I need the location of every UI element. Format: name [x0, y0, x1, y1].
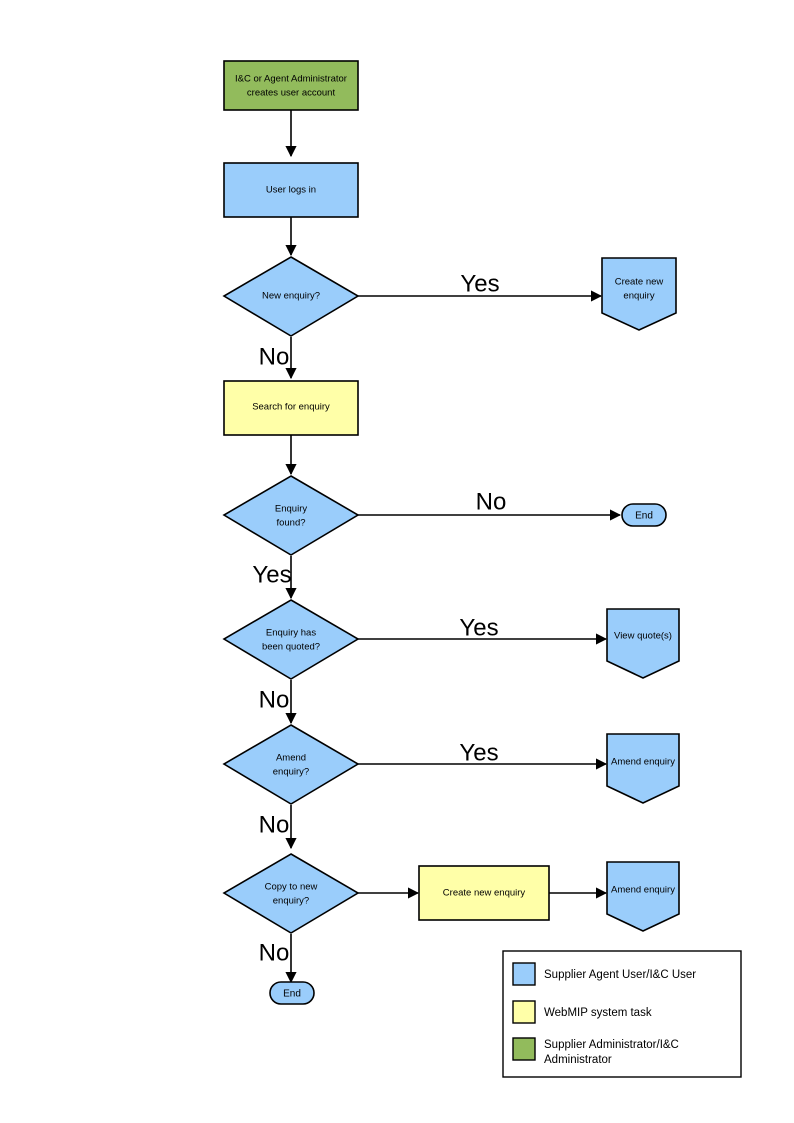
node-label-line1: End [283, 989, 301, 1000]
node-amend-enquiry-action[interactable]: Amend enquiry [606, 733, 680, 804]
node-label-line1: I&C or Agent Administrator [235, 74, 347, 85]
node-shape-diamond [222, 475, 360, 556]
node-label-line1: Enquiry has [266, 628, 316, 639]
edge-label-found-no: No [476, 488, 507, 515]
node-label-line1: View quote(s) [614, 631, 672, 642]
node-create-new-enquiry-manual[interactable]: Create new enquiry [601, 257, 677, 331]
legend-label-system: WebMIP system task [544, 1007, 652, 1019]
edge-label-quoted-no: No [259, 686, 290, 713]
legend-swatch-user [512, 962, 536, 986]
node-shape-terminator [269, 981, 315, 1005]
node-search-for-enquiry[interactable]: Search for enquiry [223, 380, 359, 436]
node-label-line2: enquiry [623, 291, 654, 302]
node-decision-enquiry-found[interactable]: Enquiry found? [222, 475, 360, 556]
edges-layer [285, 110, 622, 984]
node-shape-pentagon [606, 608, 680, 679]
node-shape-pentagon [606, 733, 680, 804]
edge-label-amend-no: No [259, 811, 290, 838]
node-label-line2: enquiry? [273, 767, 309, 778]
node-label-line1: Create new [615, 277, 664, 288]
legend-label-user: Supplier Agent User/I&C User [544, 969, 696, 981]
node-shape-diamond [222, 853, 360, 934]
node-decision-copy-to-new[interactable]: Copy to new enquiry? [222, 853, 360, 934]
edge-label-amend-yes: Yes [459, 739, 498, 766]
node-label-line2: found? [276, 518, 305, 529]
node-label-line1: Amend enquiry [611, 885, 675, 896]
node-shape-terminator [621, 503, 667, 527]
node-shape-diamond [222, 256, 360, 337]
node-label-line1: Amend enquiry [611, 757, 675, 768]
node-terminator-end-not-found[interactable]: End [621, 503, 667, 527]
edge-label-copy-no: No [259, 939, 290, 966]
edge-label-new-enquiry-no: No [259, 343, 290, 370]
node-amend-enquiry-copied[interactable]: Amend enquiry [606, 861, 680, 932]
legend-swatch-system [512, 1000, 536, 1024]
node-shape-rect [223, 380, 359, 436]
legend-label-admin-line2: Administrator [544, 1054, 612, 1066]
node-shape-rect [418, 865, 550, 921]
node-label-line1: Amend [276, 753, 306, 764]
node-label-line1: Enquiry [275, 504, 307, 515]
node-shape-diamond [222, 599, 360, 680]
node-shape-diamond [222, 724, 360, 805]
node-user-logs-in[interactable]: User logs in [223, 162, 359, 218]
node-label-line1: End [635, 511, 653, 522]
legend-container [502, 950, 742, 1078]
legend: Supplier Agent User/I&C User WebMIP syst… [502, 950, 742, 1078]
node-label-line1: Copy to new [265, 882, 318, 893]
edge-label-quoted-yes: Yes [459, 614, 498, 641]
node-decision-enquiry-quoted[interactable]: Enquiry has been quoted? [222, 599, 360, 680]
node-label-line1: User logs in [266, 185, 316, 196]
node-shape-rect [223, 162, 359, 218]
legend-label-admin-line1: Supplier Administrator/I&C [544, 1039, 679, 1051]
node-decision-new-enquiry[interactable]: New enquiry? [222, 256, 360, 337]
node-create-new-enquiry-system[interactable]: Create new enquiry [418, 865, 550, 921]
node-view-quotes[interactable]: View quote(s) [606, 608, 680, 679]
edge-label-new-enquiry-yes: Yes [460, 270, 499, 297]
node-shape-pentagon [601, 257, 677, 331]
node-decision-amend-enquiry[interactable]: Amend enquiry? [222, 724, 360, 805]
node-label-line2: creates user account [247, 88, 336, 99]
node-label-line1: New enquiry? [262, 291, 320, 302]
node-shape-pentagon [606, 861, 680, 932]
edge-label-found-yes: Yes [252, 561, 291, 588]
node-label-line1: Search for enquiry [252, 402, 330, 413]
node-admin-creates-account[interactable]: I&C or Agent Administrator creates user … [223, 60, 359, 111]
node-label-line2: been quoted? [262, 642, 320, 653]
node-terminator-end-final[interactable]: End [269, 981, 315, 1005]
node-label-line1: Create new enquiry [443, 888, 526, 899]
node-label-line2: enquiry? [273, 896, 309, 907]
edge-labels-layer: Yes No No Yes Yes No Yes No No [252, 270, 506, 966]
node-shape-rect [223, 60, 359, 111]
legend-swatch-admin [512, 1037, 536, 1061]
